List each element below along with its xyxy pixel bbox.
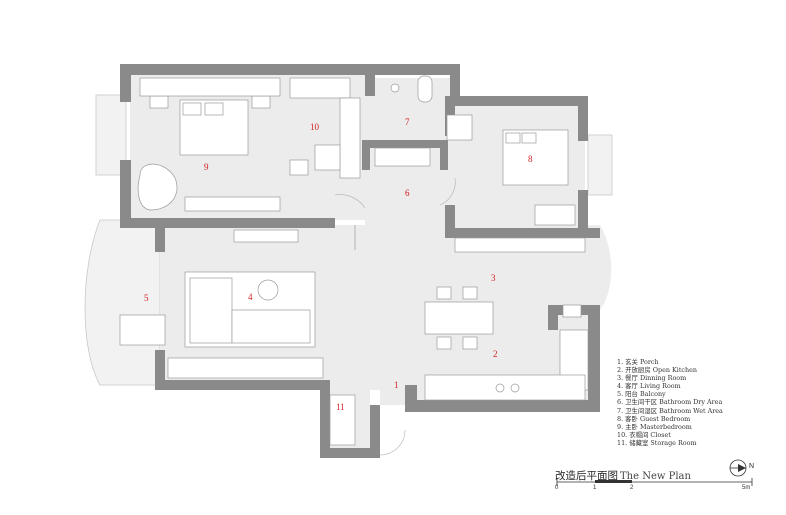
sink <box>562 304 582 318</box>
door-swing <box>439 177 456 206</box>
legend-item: 5. 阳台 Balcony <box>617 390 666 399</box>
storage-wall <box>454 237 586 253</box>
room-number-3: 3 <box>491 273 496 283</box>
north-label: N <box>749 463 755 470</box>
dining-chair <box>462 286 478 300</box>
balcony-cabinet <box>167 357 324 379</box>
armchair <box>137 163 178 211</box>
closet-island <box>314 144 341 171</box>
dining-chair <box>462 336 478 350</box>
room-number-6: 6 <box>405 188 410 198</box>
door-swing <box>379 429 406 456</box>
scale-tick-2: 2 <box>630 485 634 491</box>
plan-title-en: The New Plan <box>620 471 691 482</box>
scale-bar <box>556 478 753 486</box>
nightstand <box>251 95 271 109</box>
legend-item: 1. 玄关 Porch <box>617 358 659 366</box>
guest-bay-window <box>587 134 613 196</box>
plan-title-zh: 改造后平面图 <box>555 470 618 482</box>
legend-item: 6. 卫生间干区 Bathroom Dry Area <box>617 398 723 407</box>
desk <box>184 196 281 212</box>
sofa-chaise <box>189 277 233 344</box>
balcony-area <box>84 219 161 386</box>
nightstand <box>149 95 169 109</box>
washbasin-counter <box>374 147 431 167</box>
pillow <box>505 132 521 144</box>
scale-tick-3: 5m <box>742 485 751 491</box>
pillow <box>182 102 202 116</box>
legend-item: 11. 储藏室 Storage Room <box>617 438 697 447</box>
storage-shelf <box>329 394 356 446</box>
legend-item: 7. 卫生间湿区 Bathroom Wet Area <box>617 406 723 415</box>
room-number-8: 8 <box>528 154 533 164</box>
door-swing <box>334 194 366 209</box>
stove-burner <box>510 383 520 393</box>
room-number-5: 5 <box>144 293 149 303</box>
room-number-4: 4 <box>248 292 253 302</box>
north-arrow-icon <box>729 459 747 477</box>
room-number-1: 1 <box>394 380 399 390</box>
pillow <box>204 102 224 116</box>
closet-shelf <box>289 77 351 99</box>
tv-cabinet <box>233 229 299 243</box>
dining-chair <box>436 286 452 300</box>
closet-rack <box>339 97 361 179</box>
legend-item: 9. 主卧 Masterbedroom <box>617 422 692 431</box>
legend-item: 8. 客卧 Guest Bedroom <box>617 414 691 423</box>
room-number-10: 10 <box>310 122 320 132</box>
legend-item: 10. 衣帽间 Closet <box>617 430 671 439</box>
shower-drain <box>390 83 400 93</box>
room-number-2: 2 <box>493 349 498 359</box>
pillow <box>521 132 537 144</box>
kitchen-counter <box>424 374 586 401</box>
walls <box>120 64 600 458</box>
room-number-9: 9 <box>204 162 209 172</box>
legend-item: 2. 开放厨房 Open Kitchen <box>617 366 697 375</box>
guest-cabinet <box>534 204 576 226</box>
room-legend: 1. 玄关 Porch 2. 开放厨房 Open Kitchen 3. 餐厅 D… <box>617 358 723 447</box>
room-number-7: 7 <box>405 117 410 127</box>
vanity-stool <box>289 159 309 176</box>
dining-table <box>424 301 494 335</box>
stove-burner <box>495 383 505 393</box>
room-number-11: 11 <box>336 402 345 412</box>
toilet <box>417 75 433 103</box>
legend-item: 4. 客厅 Living Room <box>617 382 681 391</box>
dining-chair <box>436 336 452 350</box>
wardrobe-strip <box>139 77 281 97</box>
coffee-table <box>257 279 279 301</box>
scale-tick-1: 1 <box>593 485 597 491</box>
balcony-desk <box>119 314 166 346</box>
washer <box>446 114 473 141</box>
sofa <box>231 309 311 344</box>
scale-tick-0: 0 <box>555 485 559 491</box>
legend-item: 3. 餐厅 Dinning Room <box>617 374 687 383</box>
